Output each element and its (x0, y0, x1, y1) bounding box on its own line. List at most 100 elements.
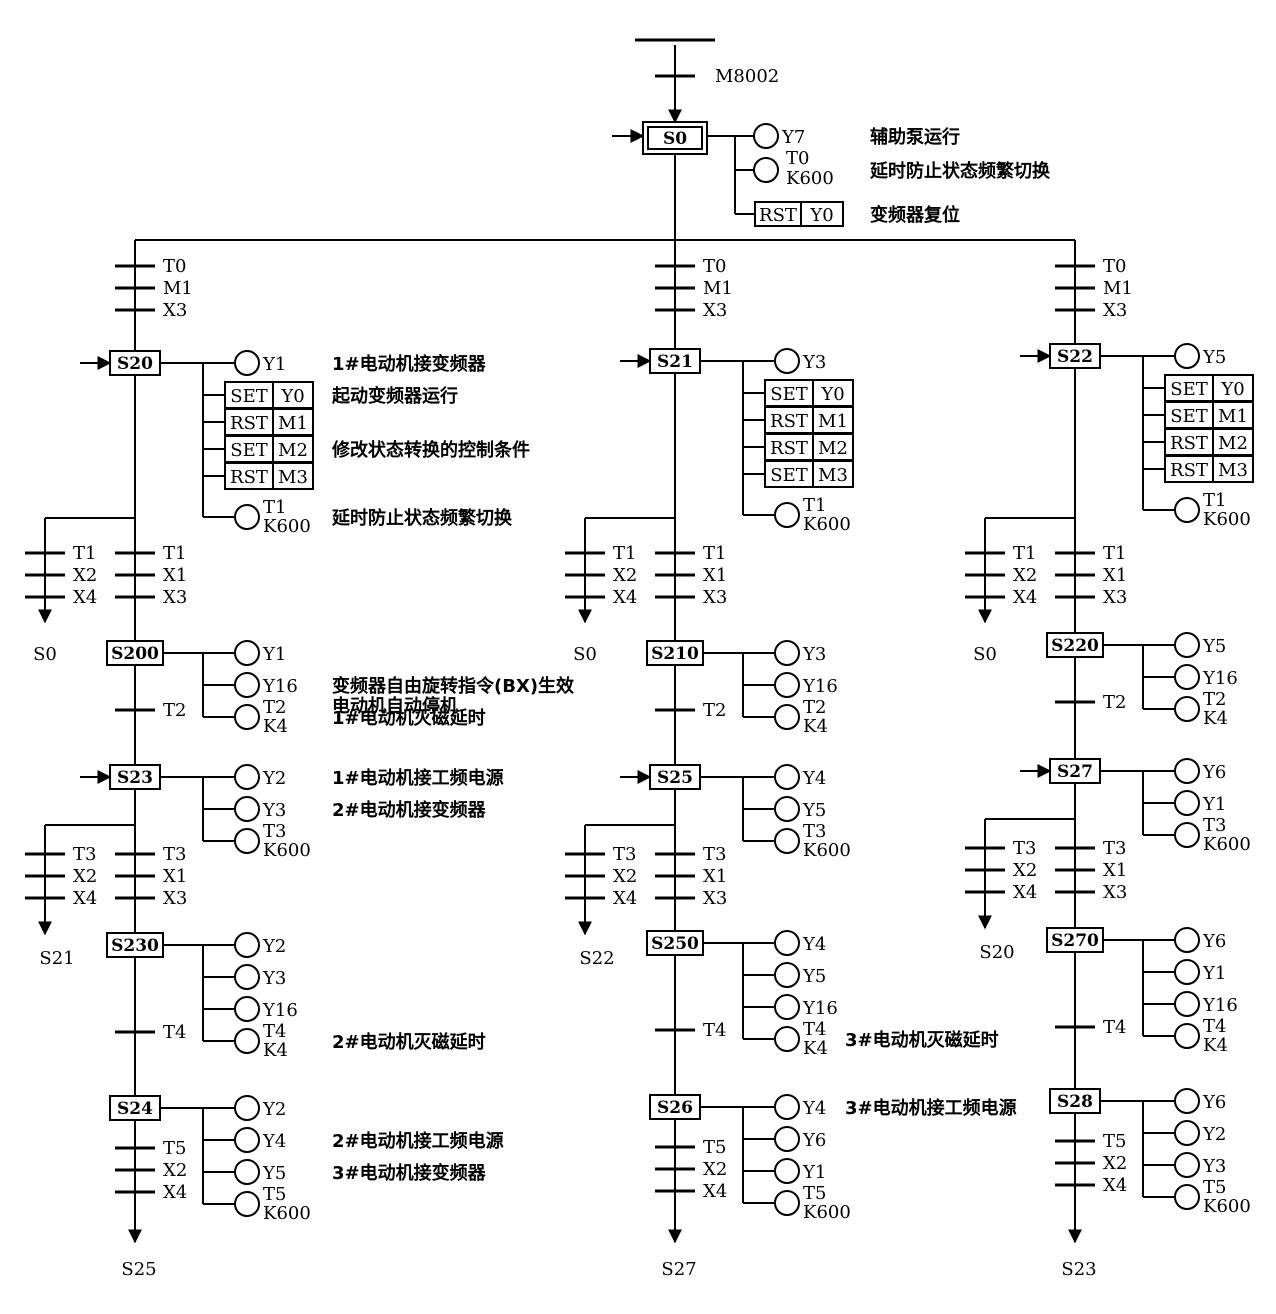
step-S250-coil-label-3: T4 (803, 1019, 826, 1040)
step-S26-note-0: 3#电动机接工频电源 (845, 1097, 1017, 1119)
step-S22-cmd-op-3: RST (1170, 433, 1208, 454)
step-S22-coil-0 (1174, 343, 1200, 369)
branch-2-t1-target: S0 (573, 644, 597, 665)
branch-2-t3-side-label-2: X4 (613, 888, 637, 909)
step-S230-box (106, 932, 164, 958)
step-S27-coil-param-2: K600 (1203, 834, 1251, 855)
step-S270-coil-2 (1174, 991, 1200, 1017)
step-S24-coil-label-3: T5 (263, 1184, 286, 1205)
step-S22-cmd-op-2: SET (1170, 406, 1207, 427)
step-S210-coil-2 (774, 704, 800, 730)
step-S28-coil-1 (1174, 1120, 1200, 1146)
step-S25-coil-label-2: T3 (803, 821, 826, 842)
step-S28-coil-label-3: T5 (1203, 1177, 1226, 1198)
s0-cmd-dev: Y0 (809, 205, 833, 226)
branch-1-t1-main-label-1: X1 (163, 565, 187, 586)
step-S21-cmd-op-4: SET (770, 465, 807, 486)
step-S28-coil-label-1: Y2 (1202, 1124, 1226, 1145)
step-S270-coil-1 (1174, 959, 1200, 985)
step-S20-cmd-dev-1: Y0 (280, 386, 304, 407)
step-S20-coil-5 (234, 504, 260, 530)
s0-cmd-op: RST (759, 205, 797, 226)
branch-2-t5-label-0: T5 (703, 1137, 726, 1158)
step-S200-note-1-line1: 变频器自由旋转指令(BX)生效 (332, 675, 575, 697)
step-S24-coil-label-2: Y5 (262, 1163, 286, 1184)
s0-coil-param-1: K600 (786, 168, 834, 189)
branch-3-t1-side-label-2: X4 (1013, 587, 1037, 608)
branch-2-final-target: S27 (661, 1259, 696, 1280)
s0-coil-0 (753, 123, 779, 149)
step-S230-coil-label-3: T4 (263, 1021, 286, 1042)
step-S20-coil-0 (234, 350, 260, 376)
branch-3-t3-main-label-1: X1 (1103, 860, 1127, 881)
branch-1-entry-label-0: T0 (163, 256, 186, 277)
step-S28-label: S28 (1057, 1092, 1093, 1112)
step-S250-coil-3 (774, 1026, 800, 1052)
step-S21-coil-0 (774, 348, 800, 374)
step-S20-cmd-op-4: RST (230, 467, 268, 488)
branch-2-t1-main-label-1: X1 (703, 565, 727, 586)
branch-3-t3-target: S20 (979, 942, 1014, 963)
step-S20-box (109, 350, 161, 376)
step-S21-cmd-dev-1: Y0 (820, 384, 844, 405)
step-S22-cmd-dev-box-4 (1212, 455, 1254, 483)
step-S25-label: S25 (657, 768, 693, 788)
step-S200-note-2: 1#电动机灭磁延时 (332, 707, 486, 729)
step-S230-coil-1 (234, 964, 260, 990)
step-S22-coil-5 (1174, 497, 1200, 523)
step-S21-cmd-op-box-4 (764, 460, 814, 488)
step-S20-coil-label-0: Y1 (262, 354, 286, 375)
step-S26-coil-label-3: T5 (803, 1183, 826, 1204)
step-S23-coil-0 (234, 764, 260, 790)
step-S22-cmd-op-box-2 (1164, 401, 1214, 429)
step-S24-coil-label-0: Y2 (262, 1099, 286, 1120)
branch-3-t4-label-0: T4 (1103, 1017, 1126, 1038)
step-S230-coil-label-2: Y16 (262, 1000, 298, 1021)
step-S28-coil-2 (1174, 1152, 1200, 1178)
step-S220-coil-label-1: Y16 (1202, 668, 1238, 689)
step-S230-coil-label-1: Y3 (262, 968, 286, 989)
step-S270-coil-0 (1174, 927, 1200, 953)
branch-2-t3-main-label-1: X1 (703, 866, 727, 887)
step-S230-coil-0 (234, 932, 260, 958)
step-S22-cmd-op-box-1 (1164, 374, 1214, 402)
step-S24-note-2: 3#电动机接变频器 (332, 1162, 487, 1184)
step-S21-cmd-op-1: SET (770, 384, 807, 405)
branch-3-t3-side-label-0: T3 (1013, 838, 1036, 859)
step-S28-coil-label-0: Y6 (1202, 1092, 1226, 1113)
s0-step-label: S0 (663, 129, 687, 149)
branch-1-t5-label-2: X4 (163, 1182, 187, 1203)
branch-3-t5-label-2: X4 (1103, 1175, 1127, 1196)
branch-3-t1-main-label-2: X3 (1103, 587, 1127, 608)
init-label: M8002 (715, 66, 779, 87)
step-S26-label: S26 (657, 1098, 693, 1118)
branch-1-entry-label-1: M1 (163, 278, 193, 299)
step-S27-coil-2 (1174, 822, 1200, 848)
branch-1-entry-label-2: X3 (163, 300, 187, 321)
step-S20-cmd-op-box-4 (224, 462, 274, 490)
step-S220-coil-label-0: Y5 (1202, 636, 1226, 657)
branch-2-t3-target: S22 (579, 948, 614, 969)
step-S26-coil-2 (774, 1158, 800, 1184)
step-S23-coil-2 (234, 828, 260, 854)
branch-3-t1-target: S0 (973, 644, 997, 665)
step-S22-cmd-dev-box-2 (1212, 401, 1254, 429)
s0-coil-1 (753, 157, 779, 183)
step-S21-cmd-op-box-1 (764, 379, 814, 407)
step-S20-cmd-op-1: SET (230, 386, 267, 407)
step-S230-coil-3 (234, 1028, 260, 1054)
branch-1-t4-label-0: T4 (163, 1022, 186, 1043)
step-S20-coil-label-5: T1 (263, 497, 286, 518)
s0-cmd-op-box (754, 201, 802, 227)
branch-1-final-target: S25 (121, 1259, 156, 1280)
step-S270-coil-param-3: K4 (1203, 1035, 1228, 1056)
step-S230-note-3: 2#电动机灭磁延时 (332, 1031, 486, 1053)
branch-2-entry-label-1: M1 (703, 278, 733, 299)
branch-3-entry-label-2: X3 (1103, 300, 1127, 321)
step-S21-cmd-op-2: RST (770, 411, 808, 432)
step-S21-cmd-op-3: RST (770, 438, 808, 459)
step-S250-coil-label-2: Y16 (802, 998, 838, 1019)
branch-1-t3-side-label-1: X2 (73, 866, 97, 887)
step-S220-label: S220 (1051, 636, 1099, 656)
